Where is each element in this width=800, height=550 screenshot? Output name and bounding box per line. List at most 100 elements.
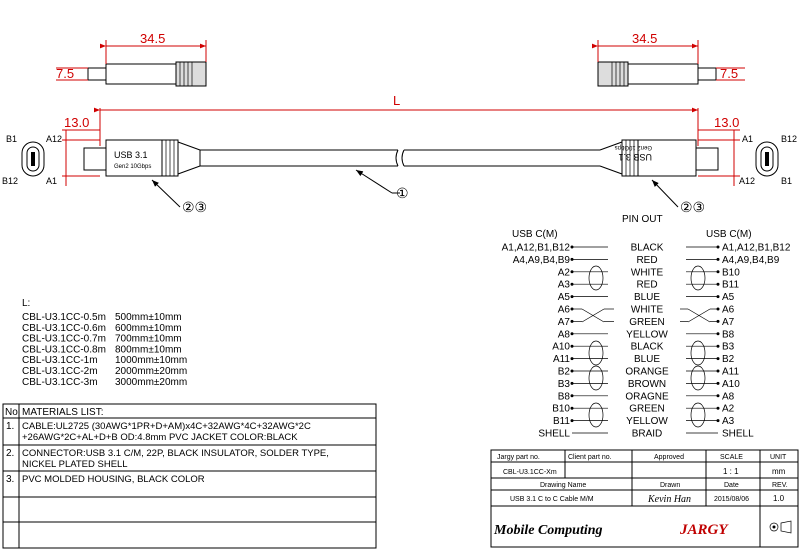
length-list-model: CBL-U3.1CC-0.7m bbox=[22, 334, 106, 345]
length-list-model: CBL-U3.1CC-3m bbox=[22, 377, 98, 388]
right-connector-face: A1 B12 A12 B1 bbox=[739, 134, 797, 186]
callout-cable-number: ① bbox=[396, 185, 409, 201]
pinout-wire-color: BLACK bbox=[631, 342, 664, 353]
pinout-right-dot bbox=[716, 245, 720, 249]
length-list-length: 800mm±10mm bbox=[115, 344, 182, 355]
projection-symbol-icon bbox=[769, 520, 792, 534]
materials-table: No MATERIALS LIST: 1.CABLE:UL2725 (30AWG… bbox=[2, 403, 377, 549]
pinout-left-dot bbox=[570, 344, 574, 348]
pinout-right-dot bbox=[716, 394, 720, 398]
right-face-br: B1 bbox=[781, 176, 792, 186]
pinout-right-dot bbox=[716, 381, 720, 385]
length-list-length: 500mm±10mm bbox=[115, 312, 182, 323]
materials-no-header: No bbox=[5, 407, 18, 418]
pinout-right-header: USB C(M) bbox=[706, 229, 752, 240]
pinout-left-pin: B10 bbox=[552, 404, 570, 415]
pinout-row: A7 GREEN A7 bbox=[558, 317, 735, 328]
pinout-left-pin: A10 bbox=[552, 342, 570, 353]
pinout-wire-color: GREEN bbox=[629, 317, 665, 328]
pinout-left-pin: B2 bbox=[558, 367, 571, 378]
pinout-left-pin: A7 bbox=[558, 317, 571, 328]
part-no-value: CBL-U3.1CC-Xm bbox=[503, 469, 557, 476]
pinout-right-dot bbox=[716, 332, 720, 336]
unit-label: UNIT bbox=[770, 454, 787, 461]
pinout-left-header: USB C(M) bbox=[512, 229, 558, 240]
pinout-left-dot bbox=[570, 394, 574, 398]
pinout-left-dot bbox=[570, 419, 574, 423]
length-list-header: L: bbox=[22, 298, 30, 309]
pinout-wire-color: YELLOW bbox=[626, 329, 668, 340]
right-plug-dimensions: 34.5 7.5 bbox=[592, 31, 745, 81]
date-label: Date bbox=[724, 482, 739, 489]
pinout-wire-color: YELLOW bbox=[626, 416, 668, 427]
pinout-right-dot bbox=[716, 307, 720, 311]
cable-body: USB 3.1 Gen2 10Gbps USB 3.1 Gen2 10Gbps bbox=[83, 139, 719, 177]
scale-label: SCALE bbox=[720, 454, 743, 461]
left-plug-mark: USB 3.1 bbox=[114, 150, 148, 160]
length-list-model: CBL-U3.1CC-0.5m bbox=[22, 312, 106, 323]
date-value: 2015/08/06 bbox=[714, 496, 749, 503]
right-plug-side-view bbox=[597, 61, 717, 87]
pinout-wire-color: BLUE bbox=[634, 354, 660, 365]
pinout-right-pin: B2 bbox=[722, 354, 735, 365]
scale-value: 1 : 1 bbox=[723, 467, 739, 476]
materials-item-line1: PVC MOLDED HOUSING, BLACK COLOR bbox=[22, 474, 205, 485]
pinout-left-dot bbox=[570, 307, 574, 311]
pinout-right-dot bbox=[716, 257, 720, 261]
callout-right-head: ②③ bbox=[651, 179, 705, 215]
pinout-left-dot bbox=[570, 270, 574, 274]
drawn-signature: Kevin Han bbox=[647, 494, 691, 505]
pinout-left-pin: A5 bbox=[558, 292, 571, 303]
approved-label: Approved bbox=[654, 454, 684, 461]
callout-left-head-number: ②③ bbox=[182, 199, 207, 215]
pinout-wire-color: RED bbox=[636, 255, 657, 266]
pinout-right-pin: A7 bbox=[722, 317, 735, 328]
drawn-label: Drawn bbox=[660, 482, 680, 489]
drawing-name-label: Drawing Name bbox=[540, 482, 586, 489]
materials-item-line1: CABLE:UL2725 (30AWG*1PR+D+AM)x4C+32AWG*4… bbox=[22, 421, 311, 432]
callout-cable: ① bbox=[355, 169, 409, 201]
length-list-model: CBL-U3.1CC-1m bbox=[22, 355, 98, 366]
left-plug-dimensions: 34.5 7.5 bbox=[56, 31, 207, 81]
twisted-pair-marks bbox=[581, 265, 711, 428]
pinout-right-dot bbox=[716, 406, 720, 410]
pinout-left-dot bbox=[570, 332, 574, 336]
right-plug-height: 7.5 bbox=[720, 66, 738, 81]
pinout-wire-color: WHITE bbox=[631, 305, 664, 316]
left-plug-mark-gen: Gen2 10Gbps bbox=[114, 164, 151, 170]
length-list-length: 2000mm±20mm bbox=[115, 366, 187, 377]
brand-mobile-computing: Mobile Computing bbox=[493, 523, 603, 538]
pinout-right-dot bbox=[716, 319, 720, 323]
length-dimension: L bbox=[94, 93, 699, 146]
left-face-br: A1 bbox=[46, 176, 57, 186]
materials-item-no: 2. bbox=[6, 448, 14, 459]
pinout-right-pin: A10 bbox=[722, 379, 740, 390]
left-face-tl: B1 bbox=[6, 134, 17, 144]
pinout-left-pin: B11 bbox=[553, 416, 570, 427]
length-list: L: CBL-U3.1CC-0.5m 500mm±10mmCBL-U3.1CC-0… bbox=[22, 298, 187, 388]
length-list-model: CBL-U3.1CC-0.8m bbox=[22, 344, 106, 355]
pinout-right-dot bbox=[716, 270, 720, 274]
pinout-right-pin: A2 bbox=[722, 404, 735, 415]
pinout-wire-color: ORAGNE bbox=[625, 391, 669, 402]
pinout-wire-color: BLACK bbox=[631, 243, 664, 254]
pinout-right-pin: A11 bbox=[722, 367, 739, 378]
pinout-left-pin: A2 bbox=[558, 267, 571, 278]
pinout-left-dot bbox=[570, 357, 574, 361]
right-plug-mark-gen: Gen2 10Gbps bbox=[615, 144, 652, 150]
pinout-left-pin: SHELL bbox=[538, 429, 570, 440]
pinout-right-pin: A1,A12,B1,B12 bbox=[722, 243, 791, 254]
pinout-right-pin: B8 bbox=[722, 329, 735, 340]
pinout-left-dot bbox=[570, 406, 574, 410]
pinout-wire-color: WHITE bbox=[631, 267, 664, 278]
pinout-right-pin: B11 bbox=[722, 280, 739, 291]
pinout-right-dot bbox=[716, 344, 720, 348]
